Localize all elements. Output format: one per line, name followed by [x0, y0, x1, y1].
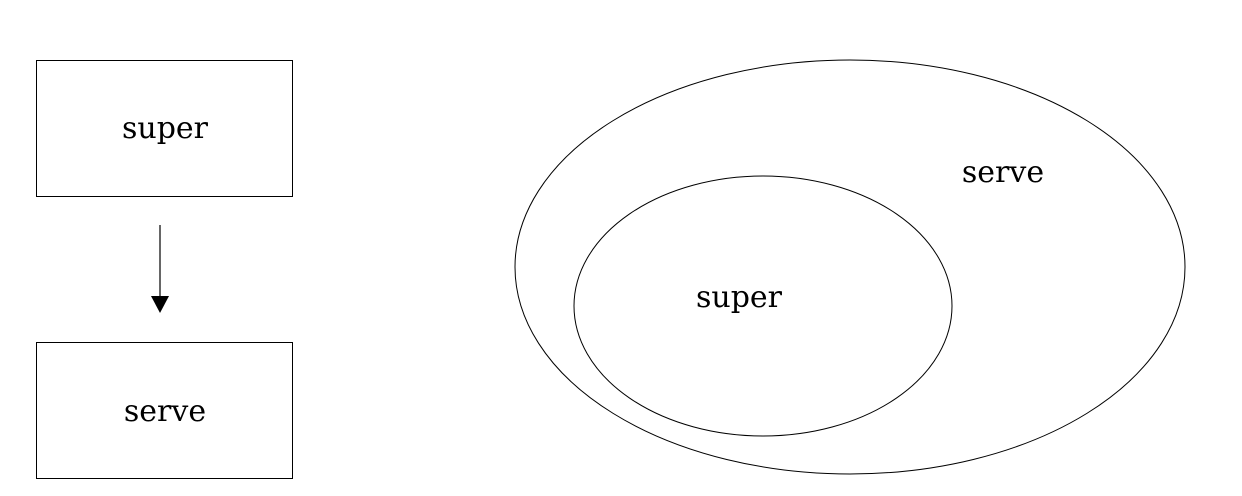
- inner-ellipse: [573, 175, 953, 437]
- outer-ellipse-label: serve: [962, 155, 1044, 190]
- outer-ellipse: [514, 59, 1186, 475]
- nested-diagram: serve super: [514, 59, 1186, 475]
- flow-diagram: super serve: [36, 60, 293, 479]
- top-box-label: super: [122, 111, 209, 146]
- top-box: [36, 60, 293, 197]
- inner-ellipse-label: super: [696, 280, 783, 315]
- bottom-box-label: serve: [124, 394, 206, 429]
- arrow-head: [151, 296, 169, 313]
- bottom-box: [36, 342, 293, 479]
